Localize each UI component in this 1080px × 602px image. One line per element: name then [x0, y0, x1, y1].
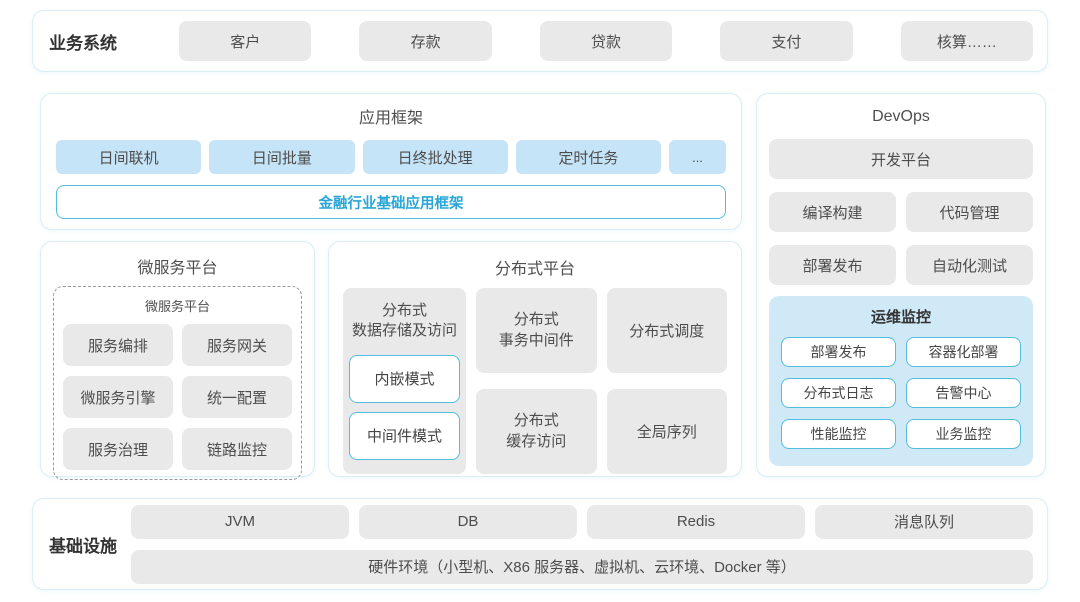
business-systems-label: 业务系统 — [49, 33, 117, 53]
finance-base-framework-bar: 金融行业基础应用框架 — [56, 185, 726, 219]
block-service-governance: 服务治理 — [63, 428, 173, 470]
block-unified-config: 统一配置 — [182, 376, 292, 418]
distributed-platform-title: 分布式平台 — [494, 261, 575, 278]
block-db: DB — [359, 504, 577, 539]
block-service-orchestration: 服务编排 — [63, 324, 173, 366]
block-container-deploy: 容器化部署 — [906, 337, 1021, 367]
block-loan: 贷款 — [539, 21, 673, 61]
block-global-sequence: 全局序列 — [606, 389, 727, 474]
block-middleware-mode: 中间件模式 — [349, 411, 460, 460]
block-distributed-transaction-middleware: 分布式 事务中间件 — [476, 288, 597, 373]
block-compile-build: 编译构建 — [769, 192, 896, 232]
distributed-col-2: 分布式 事务中间件 分布式 缓存访问 — [476, 288, 597, 474]
block-accounting: 核算…… — [900, 21, 1034, 61]
block-daytime-online: 日间联机 — [56, 140, 202, 174]
block-jvm: JVM — [131, 504, 349, 539]
devops-row-2: 部署发布 自动化测试 — [769, 245, 1033, 285]
block-payment: 支付 — [720, 21, 853, 61]
microservice-grid: 服务编排 服务网关 微服务引擎 统一配置 服务治理 链路监控 — [63, 324, 292, 470]
block-daytime-batch: 日间批量 — [209, 140, 355, 174]
block-scheduled-task: 定时任务 — [515, 140, 661, 174]
devops-panel: DevOps 开发平台 编译构建 代码管理 部署发布 自动化测试 运维监控 部署… — [756, 93, 1046, 477]
block-ops-deploy-release: 部署发布 — [781, 337, 896, 367]
block-customer: 客户 — [179, 21, 312, 61]
ops-monitoring-title: 运维监控 — [870, 309, 931, 326]
distributed-platform-panel: 分布式平台 分布式 数据存储及访问 内嵌模式 中间件模式 分布式 事务中间件 分… — [328, 241, 742, 477]
block-alert-center: 告警中心 — [906, 378, 1021, 408]
block-distributed-data-storage: 分布式 数据存储及访问 内嵌模式 中间件模式 — [343, 288, 466, 474]
block-automated-testing: 自动化测试 — [906, 245, 1033, 285]
block-message-queue: 消息队列 — [815, 504, 1033, 539]
distributed-storage-label: 分布式 数据存储及访问 — [351, 302, 457, 340]
app-framework-modules: 日间联机 日间批量 日终批处理 定时任务 ... — [56, 140, 726, 174]
block-microservice-engine: 微服务引擎 — [63, 376, 173, 418]
block-code-management: 代码管理 — [906, 192, 1033, 232]
block-link-monitoring: 链路监控 — [182, 428, 292, 470]
block-performance-monitor: 性能监控 — [781, 419, 896, 449]
block-hardware-environment: 硬件环境（小型机、X86 服务器、虚拟机、云环境、Docker 等） — [131, 549, 1033, 584]
microservice-inner-box: 微服务平台 服务编排 服务网关 微服务引擎 统一配置 服务治理 链路监控 — [53, 286, 302, 480]
block-embedded-mode: 内嵌模式 — [349, 354, 460, 403]
business-systems-items: 客户 存款 贷款 支付 核算…… — [179, 21, 1034, 61]
block-dev-platform: 开发平台 — [769, 139, 1033, 179]
devops-title: DevOps — [872, 108, 930, 125]
block-distributed-scheduling: 分布式调度 — [606, 288, 727, 373]
block-distributed-logs: 分布式日志 — [781, 378, 896, 408]
infrastructure-items: JVM DB Redis 消息队列 — [131, 504, 1033, 539]
microservice-platform-panel: 微服务平台 微服务平台 服务编排 服务网关 微服务引擎 统一配置 服务治理 链路… — [40, 241, 315, 480]
block-business-monitor: 业务监控 — [906, 419, 1021, 449]
block-deploy-release: 部署发布 — [769, 245, 896, 285]
distributed-col-3: 分布式调度 全局序列 — [606, 288, 727, 474]
app-framework-title: 应用框架 — [358, 110, 423, 127]
infrastructure-content: JVM DB Redis 消息队列 硬件环境（小型机、X86 服务器、虚拟机、云… — [131, 504, 1033, 584]
microservice-inner-title: 微服务平台 — [144, 299, 210, 314]
block-eod-batch: 日终批处理 — [362, 140, 508, 174]
infrastructure-bar: 基础设施 JVM DB Redis 消息队列 硬件环境（小型机、X86 服务器、… — [32, 498, 1048, 590]
devops-row-1: 编译构建 代码管理 — [769, 192, 1033, 232]
block-service-gateway: 服务网关 — [182, 324, 292, 366]
infrastructure-label: 基础设施 — [49, 536, 117, 556]
block-deposit: 存款 — [359, 21, 492, 61]
app-framework-panel: 应用框架 日间联机 日间批量 日终批处理 定时任务 ... 金融行业基础应用框架 — [40, 93, 742, 230]
block-distributed-cache-access: 分布式 缓存访问 — [476, 389, 597, 474]
ops-monitoring-panel: 运维监控 部署发布 容器化部署 分布式日志 告警中心 性能监控 业务监控 — [769, 296, 1033, 466]
microservice-platform-title: 微服务平台 — [137, 260, 218, 277]
ops-monitoring-grid: 部署发布 容器化部署 分布式日志 告警中心 性能监控 业务监控 — [781, 337, 1021, 449]
block-more-ellipsis: ... — [669, 140, 726, 174]
block-redis: Redis — [587, 504, 805, 539]
business-systems-bar: 业务系统 客户 存款 贷款 支付 核算…… — [32, 10, 1048, 72]
distributed-grid: 分布式 数据存储及访问 内嵌模式 中间件模式 分布式 事务中间件 分布式 缓存访… — [343, 288, 727, 474]
